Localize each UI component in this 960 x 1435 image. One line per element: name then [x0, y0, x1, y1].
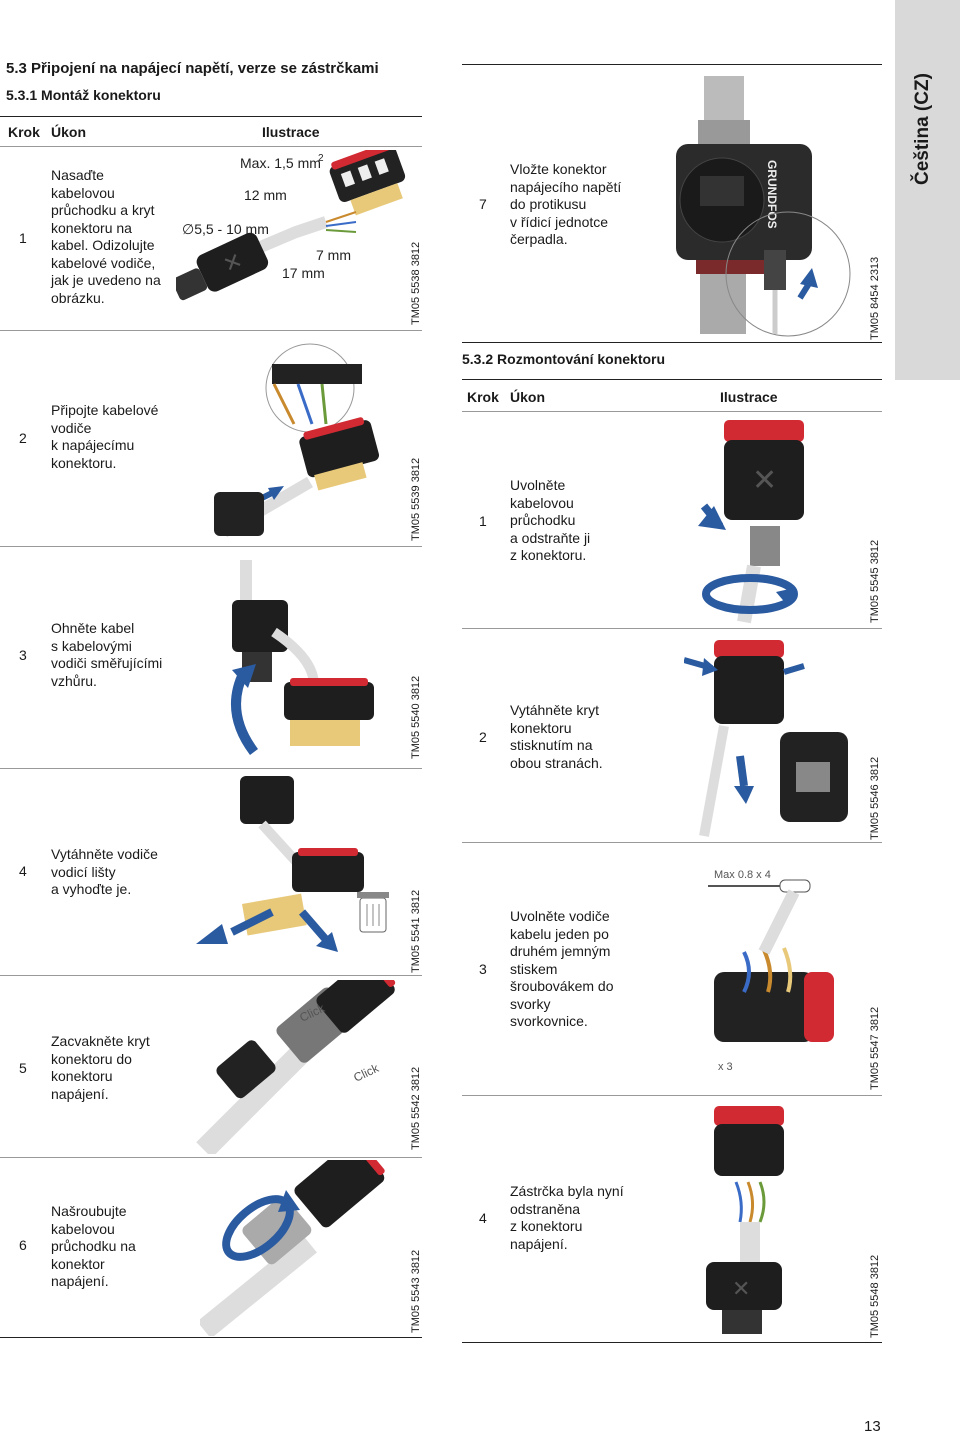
mount-step-1-tm: TM05 5538 3812 [410, 241, 422, 325]
fig-pump: GRUNDFOS [676, 76, 851, 337]
mount-step-7-number: 7 [479, 196, 487, 212]
dismount-step-2-number: 2 [479, 729, 487, 745]
dismount-step-1-text: Uvolněte kabelovou průchodku a odstraňte… [510, 477, 591, 563]
fig-strip-dimensions: Max. 1,5 mm 2 12 mm ∅5,5 - 10 mm 7 mm 17… [176, 150, 406, 301]
mount-step-6-number: 6 [19, 1237, 27, 1253]
mount-step-2-number: 2 [19, 430, 27, 446]
mount-step-3-tm: TM05 5540 3812 [410, 675, 422, 759]
dismount-step-4-tm: TM05 5548 3812 [869, 1254, 881, 1338]
subsection-dismount-title: 5.3.2 Rozmontování konektoru [462, 351, 666, 367]
page-number: 13 [864, 1418, 881, 1435]
dismount-header-illustration: Ilustrace [720, 389, 778, 405]
fig1-12mm: 12 mm [244, 187, 287, 203]
mount-step-7-tm: TM05 8454 2313 [869, 256, 881, 340]
fig1-max-sup: 2 [318, 153, 324, 164]
table-top-rule [0, 116, 422, 117]
pump-brand: GRUNDFOS [765, 160, 779, 229]
mount-step-4-text: Vytáhněte vodiče vodicí lišty a vyhoďte … [51, 846, 158, 897]
svg-text:✕: ✕ [752, 464, 777, 497]
fig1-17mm: 17 mm [282, 265, 325, 281]
mount-step-5-text: Zacvakněte kryt konektoru do konektoru n… [51, 1033, 150, 1102]
header-illustration: Ilustrace [262, 124, 320, 140]
mount-step-2-tm: TM05 5539 3812 [410, 457, 422, 541]
language-tab [895, 0, 960, 380]
fig1-7mm: 7 mm [316, 247, 351, 263]
mount-step-6-text: Našroubujte kabelovou průchodku na konek… [51, 1203, 136, 1289]
dismount-step-2-text: Vytáhněte kryt konektoru stisknutím na o… [510, 702, 603, 771]
fig1-max-label: Max. 1,5 mm [240, 155, 321, 171]
header-rule [0, 146, 422, 147]
dismount-header-step: Krok [467, 389, 499, 405]
fig-release-wires: Max 0.8 x 4 x 3 [708, 869, 834, 1073]
fig-click-cover: Click Click [196, 980, 396, 1154]
dismount-step-1-tm: TM05 5545 3812 [869, 539, 881, 623]
fig-bend-cable [231, 560, 374, 755]
dismount-step-2-tm: TM05 5546 3812 [869, 756, 881, 840]
mount-step-3-number: 3 [19, 647, 27, 663]
mount-step-5-number: 5 [19, 1060, 27, 1076]
header-step: Krok [8, 124, 40, 140]
mount-step-3-text: Ohněte kabel s kabelovými vodiči směřují… [51, 620, 163, 689]
fig-screw-gland [200, 1160, 385, 1336]
mount-step-6-tm: TM05 5543 3812 [410, 1249, 422, 1333]
dismount-header-action: Úkon [510, 389, 545, 405]
dismount-step-3-text: Uvolněte vodiče kabelu jeden po druhém j… [510, 908, 614, 1029]
mount-step-1-number: 1 [19, 230, 27, 246]
fig-remove-guide [196, 776, 389, 952]
language-tab-label: Čeština (CZ) [912, 73, 933, 185]
header-action: Úkon [51, 124, 86, 140]
fig-max08-label: Max 0.8 x 4 [714, 869, 771, 881]
svg-text:✕: ✕ [732, 1276, 750, 1301]
trash-icon [357, 892, 389, 933]
dismount-step-3-number: 3 [479, 961, 487, 977]
dismount-step-4-text: Zástrčka byla nyní odstraněna z konektor… [510, 1183, 624, 1252]
mount-step-1-text: Nasaďte kabelovou průchodku a kryt konek… [51, 167, 161, 306]
mount-step-5-tm: TM05 5542 3812 [410, 1066, 422, 1150]
fig-connect-wires [214, 343, 380, 538]
section-title: 5.3 Připojení na napájecí napětí, verze … [6, 60, 379, 77]
fig-loosen-gland: ✕ [698, 420, 804, 624]
mount-step-7-text: Vložte konektor napájecího napětí do pro… [510, 161, 622, 247]
fig-x3-label: x 3 [718, 1061, 733, 1073]
subsection-mount-title: 5.3.1 Montáž konektoru [6, 87, 161, 103]
fig-plug-removed: ✕ [706, 1106, 784, 1334]
fig-pull-cover [684, 640, 848, 837]
dismount-step-3-tm: TM05 5547 3812 [869, 1006, 881, 1090]
fig5-click-2: Click [351, 1061, 381, 1085]
dismount-step-4-number: 4 [479, 1210, 487, 1226]
fig1-diameter: ∅5,5 - 10 mm [182, 221, 269, 237]
mount-step-4-tm: TM05 5541 3812 [410, 889, 422, 973]
mount-step-4-number: 4 [19, 863, 27, 879]
mount-step-2-text: Připojte kabelové vodiče k napájecímu ko… [51, 402, 159, 471]
dismount-step-1-number: 1 [479, 513, 487, 529]
